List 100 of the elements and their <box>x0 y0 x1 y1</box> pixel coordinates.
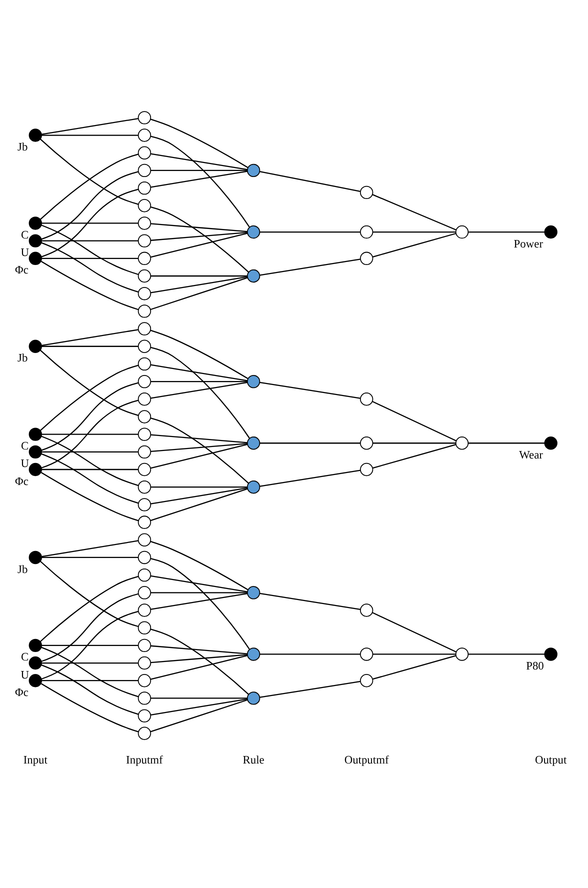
node-circle <box>138 128 152 142</box>
node-circle <box>138 216 152 230</box>
connector <box>150 575 248 592</box>
connector <box>40 683 139 732</box>
connector <box>150 699 248 732</box>
node-circle <box>28 462 42 476</box>
connector <box>150 434 248 444</box>
connector <box>150 488 248 522</box>
connector <box>42 240 138 242</box>
node-circle <box>28 445 42 459</box>
node-label: U <box>20 669 29 682</box>
node-circle <box>360 648 374 661</box>
node-circle <box>360 225 374 239</box>
connector <box>42 134 138 136</box>
node-label: C <box>21 230 29 242</box>
connector <box>42 434 138 435</box>
connector <box>40 350 139 416</box>
node-circle <box>138 692 152 705</box>
node-circle <box>138 304 152 318</box>
node-circle <box>138 410 152 424</box>
connector <box>150 442 248 452</box>
connector <box>260 470 360 487</box>
connector <box>150 118 248 168</box>
node-label: Φc <box>15 686 28 699</box>
connector <box>260 680 360 698</box>
node-circle <box>138 234 152 248</box>
connector <box>372 442 456 444</box>
node-circle <box>28 252 42 265</box>
connector <box>260 231 360 233</box>
connector <box>41 664 139 715</box>
connector <box>260 382 360 399</box>
connector <box>42 680 138 682</box>
node-circle <box>455 225 469 239</box>
node-circle <box>138 656 152 670</box>
connector <box>150 223 248 232</box>
node-circle <box>138 181 152 195</box>
connector <box>150 277 248 310</box>
connector <box>42 258 138 259</box>
connector <box>260 258 360 276</box>
connector <box>468 231 545 233</box>
connector <box>41 224 139 276</box>
node-circle <box>28 428 42 441</box>
connector <box>41 171 138 240</box>
connector <box>41 593 138 662</box>
node-circle <box>28 340 42 353</box>
node-label: Wear <box>519 449 543 462</box>
connector <box>150 592 248 610</box>
connector <box>150 170 248 188</box>
connector <box>42 451 138 452</box>
connector <box>42 329 138 346</box>
node-circle <box>360 604 374 617</box>
node-circle <box>28 216 42 230</box>
node-circle <box>138 357 152 371</box>
label: Rule <box>242 754 264 767</box>
connector <box>150 380 248 382</box>
node-circle <box>28 638 42 652</box>
connector <box>41 400 138 468</box>
connector <box>42 468 138 470</box>
connector <box>150 206 250 273</box>
node-label: P80 <box>526 660 544 673</box>
connector <box>42 540 138 558</box>
connector <box>372 400 456 442</box>
connector <box>150 418 250 484</box>
node-circle <box>138 533 152 546</box>
node-circle <box>138 638 152 652</box>
connector <box>372 231 456 233</box>
connector <box>150 486 248 488</box>
node-circle <box>138 146 152 160</box>
connector <box>42 222 138 224</box>
connector <box>150 540 248 590</box>
node-circle <box>28 656 42 670</box>
node-circle <box>544 225 558 239</box>
node-circle <box>544 648 558 661</box>
node-circle <box>455 436 469 450</box>
node-circle <box>138 621 152 634</box>
node-circle <box>544 436 558 450</box>
connector <box>41 610 138 680</box>
connector <box>41 436 139 486</box>
node-circle <box>138 164 152 178</box>
node-circle <box>360 462 374 476</box>
node-circle <box>246 480 260 494</box>
connector <box>40 260 139 310</box>
node-circle <box>138 550 152 564</box>
node-circle <box>138 445 152 459</box>
connector <box>150 153 248 170</box>
node-circle <box>246 164 260 178</box>
node-circle <box>138 252 152 265</box>
node-circle <box>138 287 152 300</box>
connector <box>150 276 248 294</box>
connector <box>41 242 139 293</box>
node-circle <box>138 568 152 582</box>
connector <box>150 698 248 699</box>
connector <box>150 382 248 399</box>
node-circle <box>138 709 152 722</box>
node-label: C <box>21 652 29 664</box>
node-label: Jb <box>18 142 28 154</box>
label: Outputmf <box>344 754 389 767</box>
connector <box>42 556 138 558</box>
connector <box>468 654 545 655</box>
node-circle <box>246 648 260 661</box>
